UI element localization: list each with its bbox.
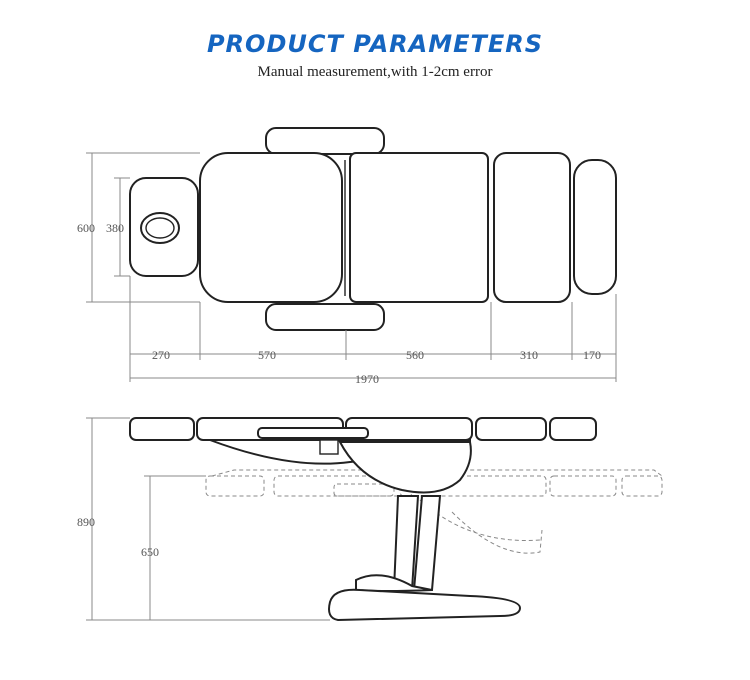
side-armrest xyxy=(257,427,369,439)
dim-label-380: 380 xyxy=(106,221,124,235)
bracket xyxy=(319,439,339,455)
back-section xyxy=(199,152,343,303)
dim-label-600: 600 xyxy=(77,221,95,235)
dim-label-570: 570 xyxy=(258,348,276,362)
foot-section xyxy=(573,159,617,295)
side-foot-cushion xyxy=(549,417,597,441)
seat-section xyxy=(349,152,489,303)
leg-section xyxy=(493,152,571,303)
side-leg-cushion xyxy=(475,417,547,441)
dim-label-1970: 1970 xyxy=(355,372,379,386)
side-view: 890 650 xyxy=(77,417,663,622)
dim-label-170: 170 xyxy=(583,348,601,362)
side-head-cushion xyxy=(129,417,195,441)
dim-label-650: 650 xyxy=(141,545,159,559)
armrest-bottom xyxy=(265,303,385,331)
face-hole-inner xyxy=(145,217,175,239)
top-view: 600 380 270 570 560 310 170 1970 xyxy=(77,127,617,386)
dim-label-310: 310 xyxy=(520,348,538,362)
dim-label-270: 270 xyxy=(152,348,170,362)
armrest-top xyxy=(265,127,385,155)
page-title: PRODUCT PARAMETERS xyxy=(206,30,544,58)
base-foot xyxy=(328,588,522,622)
dim-label-890: 890 xyxy=(77,515,95,529)
dim-label-560: 560 xyxy=(406,348,424,362)
page-subtitle: Manual measurement,with 1-2cm error xyxy=(257,64,493,80)
motor-housing xyxy=(338,441,472,494)
